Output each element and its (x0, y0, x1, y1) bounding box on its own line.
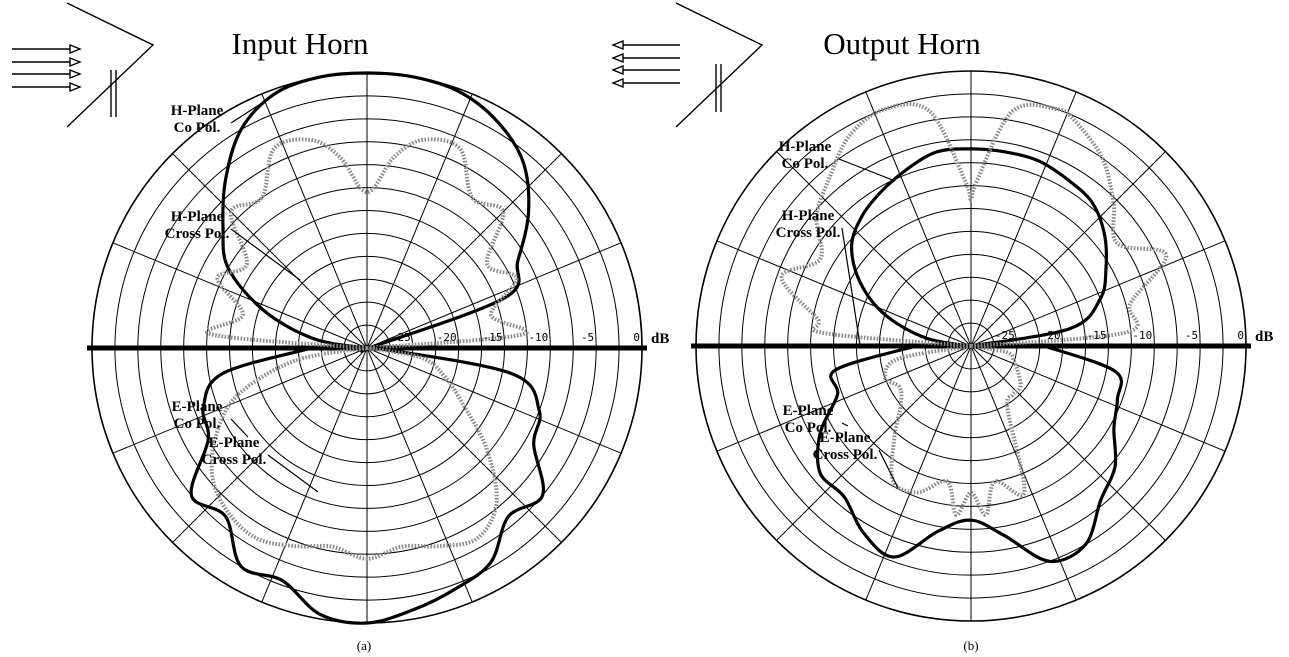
emitted-arrows-icon (611, 39, 680, 89)
radial-tick-label: -10 (1132, 329, 1152, 342)
series-h-plane-co-pol (221, 71, 531, 353)
radial-tick-label: -5 (581, 331, 594, 344)
leader-line (230, 228, 301, 281)
annotation-line: Co Pol. (174, 120, 221, 136)
leader-line (838, 158, 896, 182)
radial-tick-label: -15 (483, 331, 503, 344)
series-h-plane-cross-pol (205, 137, 529, 350)
radial-tick-label: -20 (437, 331, 457, 344)
annotation-line: E-Plane (209, 435, 260, 451)
chart-title: Input Horn (232, 26, 369, 61)
radial-tick-label: -15 (1087, 329, 1107, 342)
leader-line (841, 422, 849, 427)
series-h-plane-co-pol (849, 147, 1109, 348)
radial-tick-labels: -25 -20 -15 -10 -5 0 dB (391, 331, 669, 347)
horn-icon (12, 2, 155, 128)
annotation-line: E-Plane (783, 403, 834, 419)
leader-line (878, 449, 899, 489)
radial-tick-label: -25 (995, 329, 1015, 342)
radial-unit-label: dB (1255, 329, 1273, 345)
subfigure-caption: (a) (357, 638, 371, 653)
radial-tick-labels: -25 -20 -15 -10 -5 0 dB (995, 329, 1273, 345)
leader-line (841, 227, 861, 346)
radial-unit-label: dB (651, 331, 669, 347)
leader-line (267, 454, 319, 493)
radial-tick-label: -20 (1041, 329, 1061, 342)
series-e-plane-cross-pol (209, 346, 499, 561)
radial-tick-label: -5 (1185, 329, 1198, 342)
leader-line (230, 102, 263, 124)
series-e-plane-cross-pol (882, 344, 1027, 517)
series-e-plane-co-pol (189, 346, 546, 625)
radial-tick-label: 0 (633, 331, 640, 344)
annotation-line: E-Plane (820, 430, 871, 446)
series-e-plane-co-pol (815, 344, 1124, 564)
radial-tick-label: 0 (1237, 329, 1244, 342)
radial-tick-label: -10 (528, 331, 548, 344)
radial-tick-label: -25 (391, 331, 411, 344)
annotation-line: Cross Pol. (776, 225, 841, 241)
subfigure-caption: (b) (963, 638, 978, 653)
horn-icon (611, 2, 764, 128)
annotation-line: H-Plane (171, 103, 224, 119)
chart-title: Output Horn (823, 26, 981, 61)
annotation-line: Cross Pol. (813, 447, 878, 463)
pattern-series (779, 102, 1169, 564)
annotation-line: E-Plane (172, 399, 223, 415)
annotation-line: Cross Pol. (165, 226, 230, 242)
annotation-line: Cross Pol. (202, 452, 267, 468)
annotation-line: H-Plane (782, 208, 835, 224)
pattern-series (189, 71, 546, 625)
annotation-line: Co Pol. (782, 156, 829, 172)
incident-arrows-icon (12, 43, 82, 93)
leader-line (230, 418, 249, 438)
annotation-line: Co Pol. (785, 420, 832, 436)
annotation-line: Co Pol. (174, 416, 221, 432)
annotation-line: H-Plane (171, 209, 224, 225)
annotation-line: H-Plane (779, 139, 832, 155)
